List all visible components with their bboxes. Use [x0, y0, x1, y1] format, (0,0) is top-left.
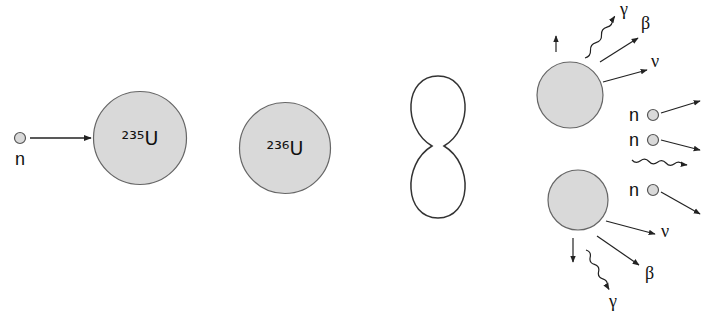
- particle-symbol: ν: [661, 222, 669, 242]
- neutron-arrow: [661, 140, 700, 150]
- nucleus-circle: [94, 92, 187, 185]
- neutron: n: [629, 181, 661, 199]
- neutron: n: [629, 106, 661, 124]
- neutron-symbol: [645, 182, 661, 198]
- node-label: ²³⁵U: [122, 129, 159, 148]
- neutron-symbol: [645, 107, 661, 123]
- neutron-arrow: [661, 101, 700, 113]
- node-label: n: [629, 131, 645, 149]
- neutrino-arrow: [603, 70, 647, 82]
- beta-arrow: [600, 38, 638, 62]
- neutron-arrow: [661, 192, 700, 214]
- neutron-circle: [648, 135, 659, 146]
- recoil-arrow: [572, 238, 573, 262]
- particle-symbol: γ: [609, 292, 617, 312]
- deformed-nucleus: [411, 76, 465, 218]
- particle-symbol: β: [641, 14, 650, 34]
- particle-symbol: ν: [651, 52, 659, 72]
- neutron-circle: [648, 185, 659, 196]
- nucleus-circle: [240, 103, 331, 194]
- fission-fragment: [548, 170, 608, 230]
- node-label: n: [629, 181, 645, 199]
- neutron: n: [12, 130, 28, 168]
- neutron-circle: [648, 110, 659, 121]
- node-label: n: [629, 106, 645, 124]
- gamma-ray: [586, 250, 609, 289]
- incoming-neutron-arrow: [30, 137, 91, 138]
- fission-fragment: [537, 62, 603, 128]
- node-label: ²³⁶U: [267, 139, 304, 158]
- beta-arrow: [597, 236, 639, 265]
- neutron: n: [629, 131, 661, 149]
- neutron-symbol: [12, 130, 28, 146]
- neutron-symbol: [645, 132, 661, 148]
- neutrino-arrow: [606, 221, 655, 234]
- neutron-circle: [15, 133, 26, 144]
- particle-symbol: β: [645, 264, 654, 284]
- gamma-ray: [632, 159, 687, 165]
- recoil-arrow: [555, 36, 556, 52]
- gamma-ray: [585, 16, 615, 58]
- nucleus: ²³⁵U: [92, 90, 188, 186]
- node-label: n: [15, 150, 25, 168]
- nucleus: ²³⁶U: [238, 101, 332, 195]
- particle-symbol: γ: [620, 0, 628, 20]
